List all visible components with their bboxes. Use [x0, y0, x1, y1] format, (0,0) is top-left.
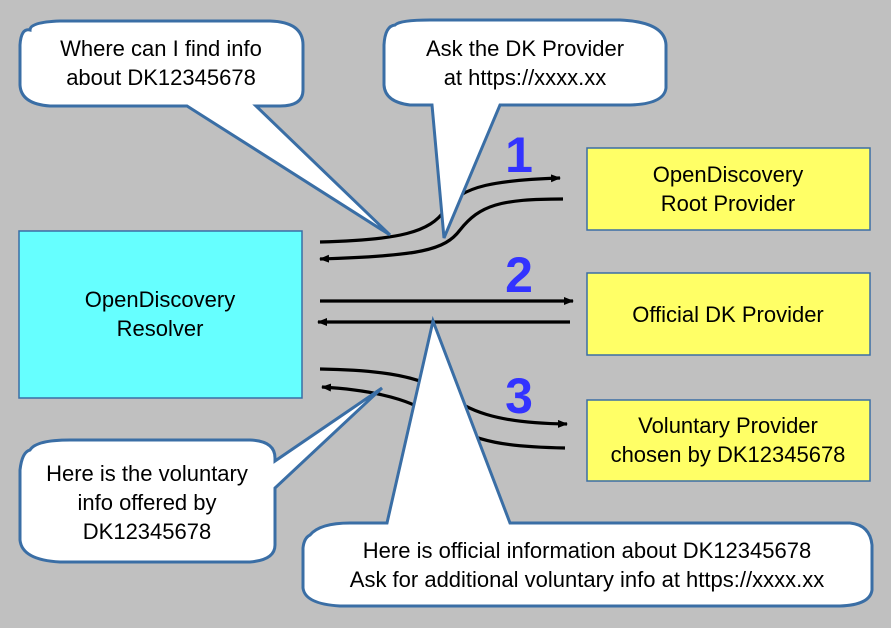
resolver-label-line1: OpenDiscovery [85, 287, 235, 312]
official-provider-label: Official DK Provider [632, 302, 824, 327]
query-bubble-line1: Where can I find info [60, 36, 262, 61]
voluntary-reply-bubble-shape [18, 386, 384, 564]
voluntary-reply-speech-bubble: Here is the voluntary info offered by DK… [18, 386, 384, 564]
query-bubble-line2: about DK12345678 [66, 65, 256, 90]
root-provider-label-line2: Root Provider [661, 191, 796, 216]
resolver-label-line2: Resolver [117, 316, 204, 341]
step-number-2: 2 [505, 247, 533, 303]
step1-response-arrow [319, 197, 564, 263]
official-provider-node: Official DK Provider [586, 272, 871, 356]
step-number-1: 1 [505, 127, 533, 183]
voluntary-reply-bubble-line3: DK12345678 [83, 519, 211, 544]
resolver-node: OpenDiscovery Resolver [18, 230, 303, 399]
voluntary-provider-label-line1: Voluntary Provider [638, 413, 818, 438]
official-provider-box [586, 272, 871, 356]
root-reply-bubble-shape [382, 18, 668, 239]
query-bubble-shape [18, 19, 392, 237]
voluntary-provider-box [586, 399, 871, 482]
query-speech-bubble: Where can I find info about DK12345678 [18, 19, 392, 237]
root-provider-box [586, 147, 871, 231]
voluntary-provider-label-line2: chosen by DK12345678 [611, 442, 846, 467]
official-reply-speech-bubble: Here is official information about DK123… [301, 315, 874, 608]
voluntary-reply-bubble-line1: Here is the voluntary [46, 461, 248, 486]
official-reply-bubble-line2: Ask for additional voluntary info at htt… [350, 567, 824, 592]
voluntary-provider-node: Voluntary Provider chosen by DK12345678 [586, 399, 871, 482]
root-reply-bubble-line2: at https://xxxx.xx [444, 65, 607, 90]
root-provider-node: OpenDiscovery Root Provider [586, 147, 871, 231]
root-reply-speech-bubble: Ask the DK Provider at https://xxxx.xx [382, 18, 668, 239]
root-provider-label-line1: OpenDiscovery [653, 162, 803, 187]
official-reply-bubble-line1: Here is official information about DK123… [363, 538, 811, 563]
resolver-box [18, 230, 303, 399]
voluntary-reply-bubble-line2: info offered by [77, 490, 216, 515]
root-reply-bubble-line1: Ask the DK Provider [426, 36, 624, 61]
step-number-3: 3 [505, 368, 533, 424]
official-reply-bubble-shape [301, 315, 874, 608]
